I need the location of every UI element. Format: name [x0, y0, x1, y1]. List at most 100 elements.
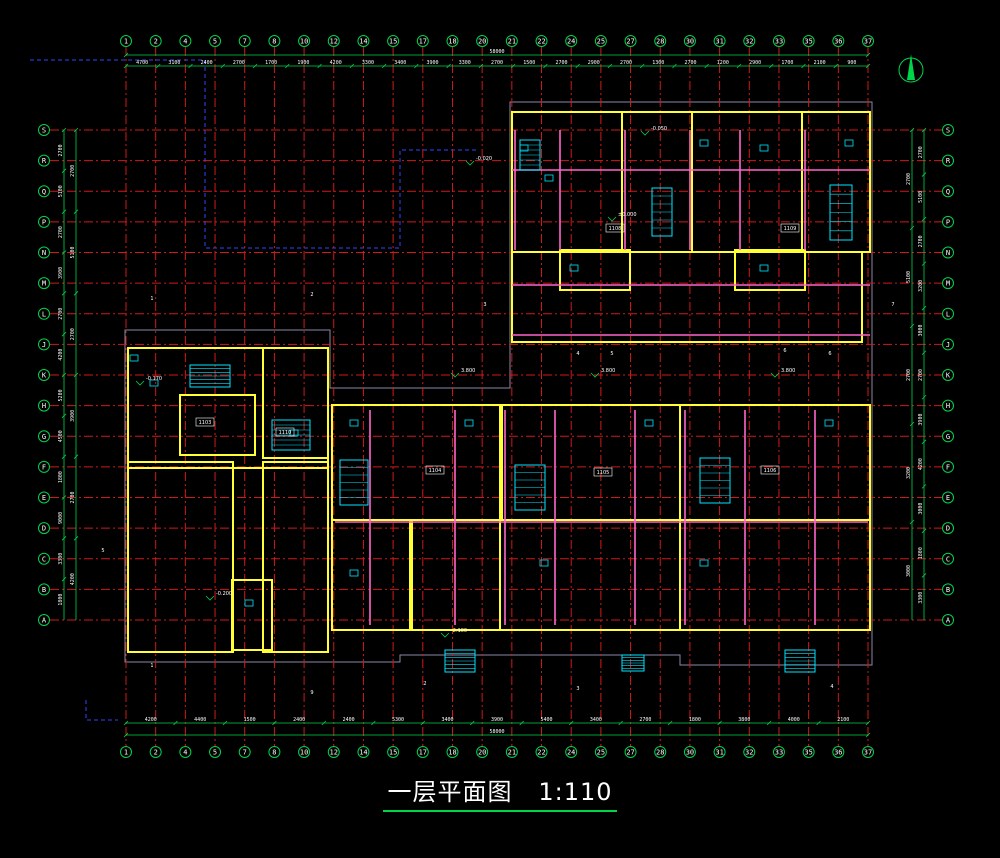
fixture-icon: [149, 379, 159, 387]
right-dimension-tick: [921, 127, 927, 133]
top-dimension-value: 1700: [265, 60, 277, 66]
axis-bubble-label: 1: [124, 38, 128, 46]
axis-bubble: [38, 522, 50, 535]
axis-bubble-label: H: [42, 402, 46, 410]
axis-bubble-label: 7: [243, 38, 247, 46]
elevation-value: 3.800: [461, 368, 475, 374]
axis-bubble: [38, 460, 50, 473]
bottom-dimension-value: 5300: [392, 717, 404, 723]
axis-bubble: [179, 746, 192, 758]
top-dimension-value: 2700: [491, 60, 503, 66]
axis-bubble: [594, 746, 607, 758]
axis-bubble: [942, 124, 954, 136]
axis-bubble: [713, 746, 726, 758]
axis-bubble-label: 5: [213, 749, 217, 757]
axis-bubble-label: 17: [419, 749, 427, 757]
axis-bubble-label: 18: [448, 38, 456, 46]
axis-bubble: [120, 746, 132, 758]
axis-bubble-label: A: [42, 617, 47, 625]
top-dimension-value: 2700: [620, 60, 632, 66]
left-dimension-value: 2700: [58, 308, 64, 320]
left-dimension-outer-value: 2700: [70, 328, 76, 340]
left-dimension-value: 5200: [58, 389, 64, 401]
axis-bubble: [832, 746, 845, 758]
axis-bubble-label: 18: [448, 749, 456, 757]
axis-bubble-label: 36: [834, 749, 842, 757]
wall-block: [231, 579, 273, 651]
axis-bubble: [298, 35, 311, 47]
wall-block: [511, 251, 863, 343]
left-dimension-value: 1800: [58, 471, 64, 483]
room-number: 1109: [784, 226, 797, 232]
right-dimension-inner-tick: [909, 225, 915, 231]
axis-bubble-label: 10: [300, 749, 308, 757]
room-number-box: [780, 223, 800, 233]
left-dimension-outer-value: 2700: [70, 165, 76, 177]
axis-bubble: [446, 35, 459, 47]
left-dimension-tick: [61, 168, 67, 174]
right-dimension-inner-value: 3000: [906, 565, 912, 577]
top-dimension-tick: [123, 63, 129, 69]
top-dimension-value: 2900: [588, 60, 600, 66]
bottom-dimension-tick: [618, 720, 623, 726]
axis-bubble: [179, 35, 192, 47]
axis-bubble-label: 36: [834, 38, 842, 46]
bottom-dimension-tick: [766, 720, 772, 726]
left-dimension-outer-value: 5100: [70, 246, 76, 258]
right-dimension-inner-value: 3200: [906, 467, 912, 479]
axis-bubble-label: 15: [389, 749, 397, 757]
left-dimension-tick: [61, 413, 67, 419]
left-dimension-outer-value: 3900: [70, 410, 76, 422]
right-dimension-value: 1800: [918, 547, 924, 559]
axis-bubble: [535, 746, 548, 758]
axis-bubble: [862, 746, 874, 758]
room-number: 1106: [764, 468, 777, 474]
axis-bubble: [38, 614, 50, 626]
axis-bubble: [942, 552, 954, 565]
top-dimension-tick: [285, 63, 290, 69]
axis-bubble-label: 7: [243, 749, 247, 757]
top-dimension-value: 2900: [749, 60, 761, 66]
axis-bubble: [357, 746, 370, 758]
axis-bubble-label: 10: [300, 38, 308, 46]
bottom-dimension-value: 5400: [540, 717, 552, 723]
axis-bubble-label: Q: [42, 188, 46, 196]
bottom-dimension-tick: [717, 720, 722, 726]
axis-bubble-label: 2: [154, 749, 158, 757]
axis-bubble-label: 27: [626, 38, 634, 46]
axis-bubble: [387, 35, 400, 47]
room-number-box: [195, 417, 215, 427]
axis-bubble-label: 25: [597, 38, 605, 46]
top-dimension-tick: [801, 63, 806, 69]
building-outline: [124, 101, 873, 666]
axis-bubble-label: P: [42, 218, 46, 226]
axis-bubble-label: 28: [656, 749, 664, 757]
left-dimension-value: 9000: [58, 512, 64, 524]
elevation-value: ±0.000: [618, 212, 637, 218]
right-dimension-tick: [921, 350, 927, 356]
right-dimension-tick: [921, 216, 927, 222]
room-number-box: [760, 465, 780, 475]
axis-bubble-label: 12: [330, 38, 338, 46]
top-dimension-tick: [865, 63, 871, 69]
axis-bubble: [38, 552, 50, 565]
left-dimension-tick: [61, 576, 67, 582]
right-dimension-inner-tick: [909, 519, 915, 525]
bottom-dimension-value: 2100: [837, 717, 849, 723]
top-total-dimension-tick: [123, 52, 129, 58]
axis-bubble: [268, 746, 281, 758]
axis-bubble: [772, 746, 785, 758]
fixture-icon: [539, 559, 549, 567]
fixture-icon: [129, 354, 139, 362]
axis-bubble: [238, 746, 251, 758]
room-number: 1104: [429, 468, 442, 474]
top-dimension-tick: [220, 63, 226, 69]
bottom-dimension-tick: [519, 720, 525, 726]
left-dimension-value: 4500: [58, 430, 64, 442]
axis-bubble: [38, 277, 50, 290]
top-dimension-value: 4200: [330, 60, 342, 66]
elevation-marker: [590, 372, 600, 378]
axis-bubble: [942, 430, 954, 443]
site-boundary: [30, 59, 873, 721]
elevation-value: 3.800: [601, 368, 615, 374]
